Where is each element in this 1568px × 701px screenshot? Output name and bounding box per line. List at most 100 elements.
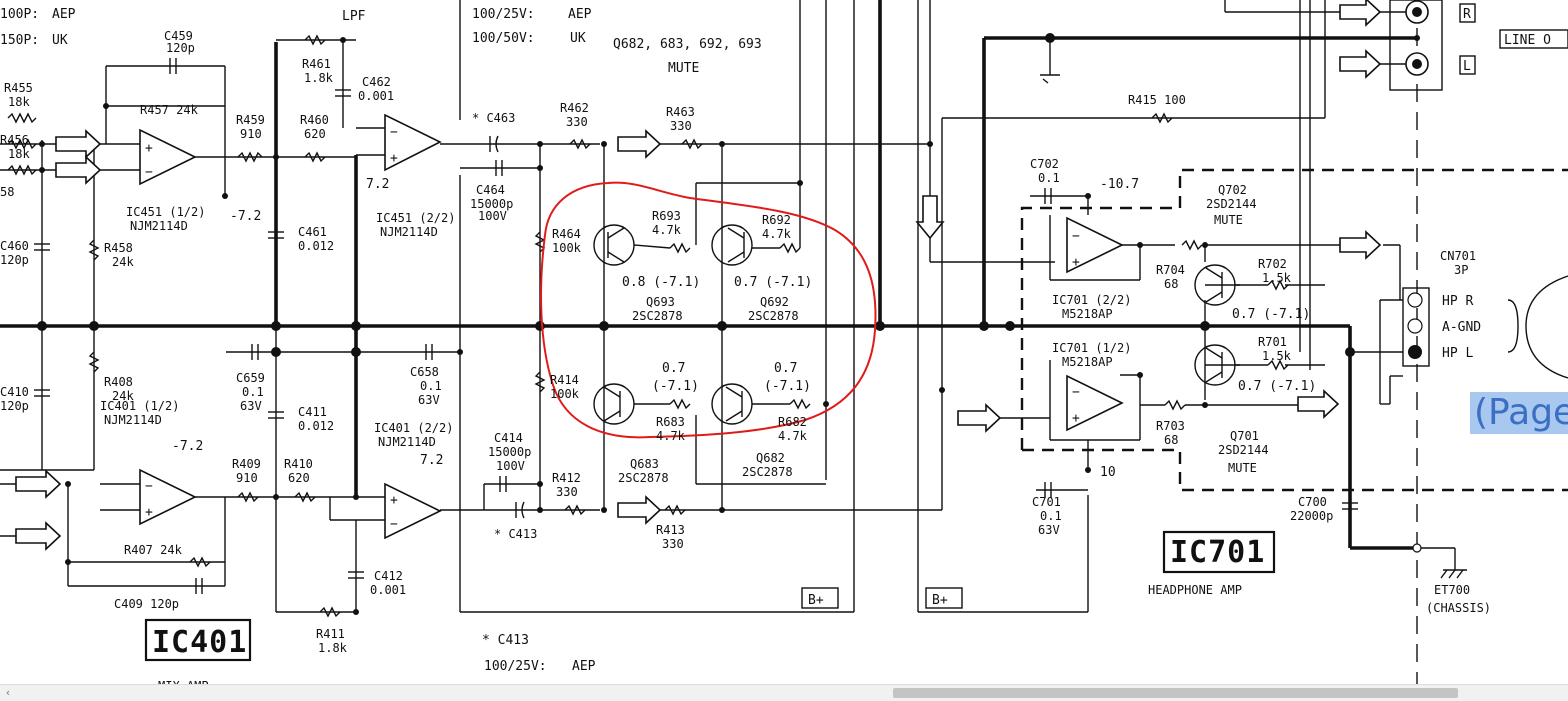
voltage-q683-a: 0.7 xyxy=(662,361,685,376)
label-58: 58 xyxy=(0,185,14,199)
ic401-title-box xyxy=(144,618,252,662)
label-r702-value: 1.5k xyxy=(1262,271,1292,285)
label-jack-l: L xyxy=(1463,59,1471,74)
label-line-out: LINE O xyxy=(1504,33,1551,48)
label-r414-value: 100k xyxy=(550,387,580,401)
label-bplus-left: B+ xyxy=(808,593,824,608)
ground-bus xyxy=(0,0,1417,550)
label-q683: Q683 xyxy=(630,457,659,471)
label-r693-value: 4.7k xyxy=(652,223,682,237)
label-r462-value: 330 xyxy=(566,115,588,129)
voltage-q693: 0.8 (-7.1) xyxy=(622,275,700,290)
opamp-ic401-2: +− xyxy=(384,482,442,540)
label-c412: C412 xyxy=(374,569,403,583)
label-a-gnd: A-GND xyxy=(1442,320,1481,335)
label-r701: R701 xyxy=(1258,335,1287,349)
note-c413-voltage: 100/25V: xyxy=(484,659,547,674)
scroll-left-arrow-icon[interactable]: ‹ xyxy=(5,686,11,699)
bplus-box-left xyxy=(801,587,839,609)
label-uk: UK xyxy=(52,33,68,48)
label-c464-value: 15000p xyxy=(470,197,513,211)
label-r459: R459 xyxy=(236,113,265,127)
label-r462: R462 xyxy=(560,101,589,115)
voltage-q701: 0.7 (-7.1) xyxy=(1238,379,1316,394)
voltage-q682-b: (-7.1) xyxy=(764,379,811,394)
transistor-q701 xyxy=(1194,344,1268,386)
note-aep: AEP xyxy=(568,7,592,22)
label-r464-value: 100k xyxy=(552,241,582,255)
svg-text:−: − xyxy=(145,165,153,180)
opamp-ic701-2: −+ xyxy=(1066,216,1124,274)
scrollbar-thumb[interactable] xyxy=(893,688,1458,698)
label-r692: R692 xyxy=(762,213,791,227)
label-c659: C659 xyxy=(236,371,265,385)
label-r692-value: 4.7k xyxy=(762,227,792,241)
label-c702-value: 0.1 xyxy=(1038,171,1060,185)
label-lpf: LPF xyxy=(342,9,366,24)
transistor-q693 xyxy=(593,224,671,266)
horizontal-scrollbar[interactable]: ‹ xyxy=(0,684,1568,701)
label-mute: MUTE xyxy=(668,61,699,76)
ic701-title: IC701 xyxy=(1170,535,1265,570)
label-r413-value: 330 xyxy=(662,537,684,551)
label-r461-value: 1.8k xyxy=(304,71,334,85)
label-ic701-2: IC701 (2/2) xyxy=(1052,293,1131,307)
transistor-q682 xyxy=(711,383,790,425)
label-cn701-pins: 3P xyxy=(1454,263,1468,277)
label-c411-value: 0.012 xyxy=(298,419,334,433)
label-r415: R415 100 xyxy=(1128,93,1186,107)
red-annotation-circle xyxy=(540,181,877,439)
label-bplus-right: B+ xyxy=(932,593,948,608)
label-c464-voltage: 100V xyxy=(478,209,507,223)
label-r409-value: 910 xyxy=(236,471,258,485)
label-c461-value: 0.012 xyxy=(298,239,334,253)
line-out-jacks xyxy=(1389,0,1568,91)
note-100-25: 100/25V: xyxy=(472,7,535,22)
label-c463: * C463 xyxy=(472,111,515,125)
label-q693-part: 2SC2878 xyxy=(632,309,683,323)
label-q702: Q702 xyxy=(1218,183,1247,197)
label-100p: 100P: xyxy=(0,7,39,22)
label-c658-voltage: 63V xyxy=(418,393,440,407)
cn701-connector xyxy=(1402,275,1568,379)
label-c659-value: 0.1 xyxy=(242,385,264,399)
label-c461: C461 xyxy=(298,225,327,239)
svg-text:−: − xyxy=(145,479,153,494)
ic701-title-box xyxy=(1162,530,1276,574)
label-mute-transistors: Q682, 683, 692, 693 xyxy=(613,37,762,52)
transistor-q702 xyxy=(1194,264,1268,306)
label-r411: R411 xyxy=(316,627,345,641)
label-r683: R683 xyxy=(656,415,685,429)
voltage-7-2-b: 7.2 xyxy=(420,453,443,468)
svg-text:−: − xyxy=(390,517,398,532)
label-150p: 150P: xyxy=(0,33,39,48)
label-r459-value: 910 xyxy=(240,127,262,141)
page-reference-link[interactable]: (Page xyxy=(1470,392,1568,434)
label-q692-part: 2SC2878 xyxy=(748,309,799,323)
label-r460-value: 620 xyxy=(304,127,326,141)
label-c701-voltage: 63V xyxy=(1038,523,1060,537)
voltage-q702: 0.7 (-7.1) xyxy=(1232,307,1310,322)
label-r412-value: 330 xyxy=(556,485,578,499)
label-c459-value: 120p xyxy=(166,41,195,55)
label-q702-mute: MUTE xyxy=(1214,213,1243,227)
label-r412: R412 xyxy=(552,471,581,485)
label-r411-value: 1.8k xyxy=(318,641,348,655)
label-ic701-1-part: M5218AP xyxy=(1062,355,1113,369)
label-q701: Q701 xyxy=(1230,429,1259,443)
label-hp-l: HP L xyxy=(1442,346,1473,361)
label-c658-value: 0.1 xyxy=(420,379,442,393)
label-c459: C459 xyxy=(164,29,193,43)
label-c414-voltage: 100V xyxy=(496,459,525,473)
label-et700: ET700 xyxy=(1434,583,1470,597)
label-r693: R693 xyxy=(652,209,681,223)
label-q682: Q682 xyxy=(756,451,785,465)
label-q701-part: 2SD2144 xyxy=(1218,443,1269,457)
label-ic701-1: IC701 (1/2) xyxy=(1052,341,1131,355)
label-hp-r: HP R xyxy=(1442,294,1473,309)
label-r702: R702 xyxy=(1258,257,1287,271)
bplus-box-right xyxy=(925,587,963,609)
voltage-m7-2-a: -7.2 xyxy=(230,209,261,224)
label-r458: R458 xyxy=(104,241,133,255)
